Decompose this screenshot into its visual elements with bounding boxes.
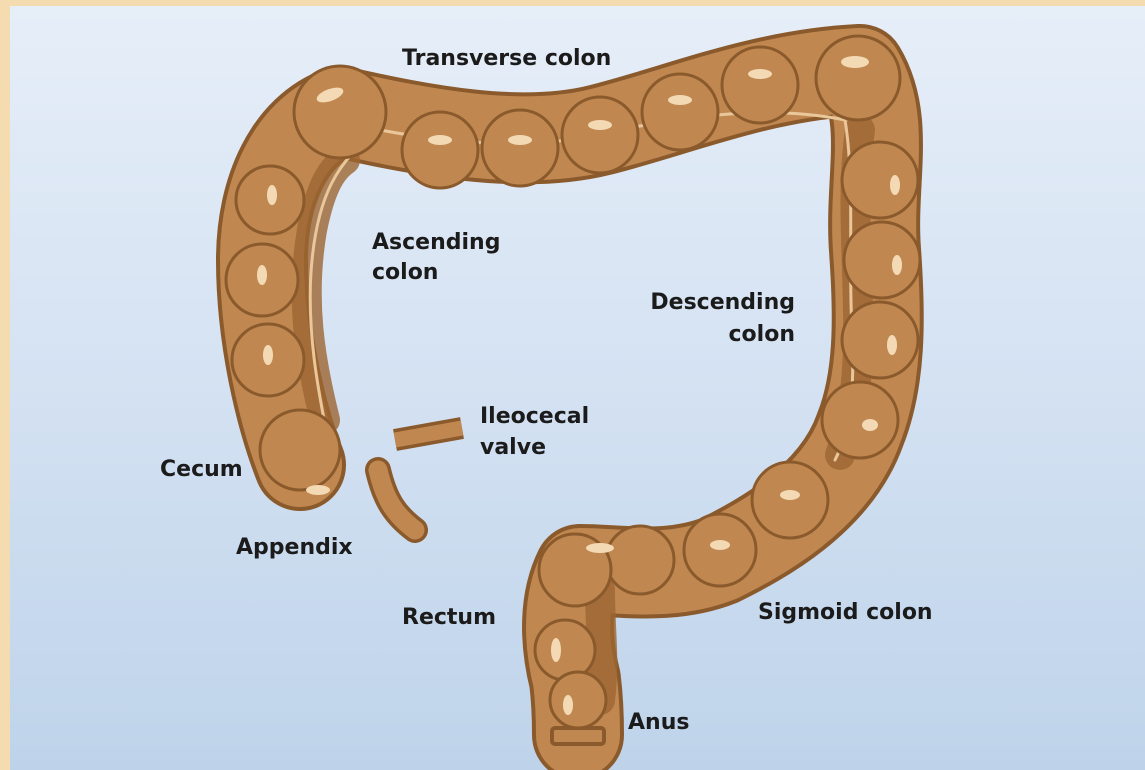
label-appendix: Appendix	[236, 533, 353, 563]
label-cecum: Cecum	[160, 455, 243, 485]
appendix-fill	[378, 470, 415, 530]
label-ileocecal-valve-line1: Ileocecal	[480, 402, 589, 432]
label-descending-colon-line2: colon	[600, 320, 795, 350]
label-rectum: Rectum	[402, 603, 496, 633]
label-anus: Anus	[628, 708, 689, 738]
label-ascending-colon-line1: Ascending	[372, 228, 500, 258]
anus-end	[552, 728, 604, 744]
label-ascending-colon-line2: colon	[372, 258, 438, 288]
label-ileocecal-valve-line2: valve	[480, 433, 546, 463]
label-transverse-colon: Transverse colon	[402, 44, 611, 74]
label-descending-colon-line1: Descending	[600, 288, 795, 318]
label-sigmoid-colon: Sigmoid colon	[758, 598, 933, 628]
